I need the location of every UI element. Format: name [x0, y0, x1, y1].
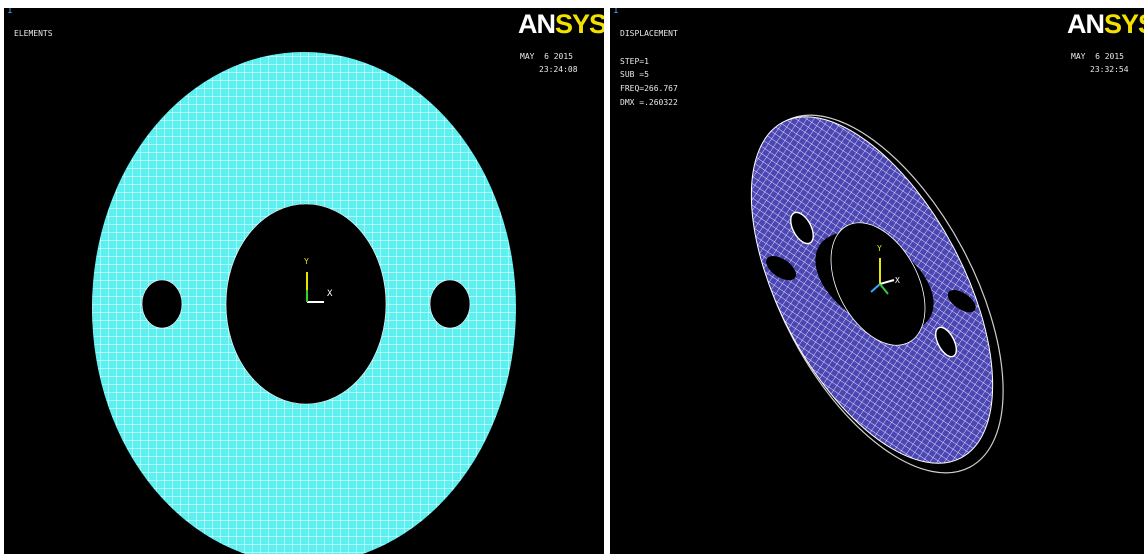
coordinate-triad-icon: [870, 258, 895, 295]
window-number: 1: [7, 8, 13, 16]
left-bolt-hole: [141, 279, 183, 329]
plot-date: MAY 6 2015: [1071, 52, 1124, 61]
plot-label: ELEMENTS: [14, 29, 53, 38]
center-hole: [225, 203, 387, 405]
displacement-mesh-view: [750, 114, 1004, 474]
displacement-plot-window[interactable]: 1 DISPLACEMENT STEP=1 SUB =5 FREQ=266.76…: [610, 8, 1144, 554]
plot-time: 23:24:08: [539, 65, 578, 74]
elements-plot-window[interactable]: 1 ELEMENTS Y X ANSYS MAY 6 2015 23:24:08: [4, 8, 604, 554]
axis-x-label: X: [895, 276, 900, 285]
load-step: STEP=1: [620, 57, 649, 66]
frequency: FREQ=266.767: [620, 84, 678, 93]
left-bolt-hole: [790, 211, 814, 245]
plot-date: MAY 6 2015: [520, 52, 573, 61]
axis-y-label: Y: [304, 257, 309, 266]
plot-label: DISPLACEMENT: [620, 29, 678, 38]
ansys-logo: ANSYS: [518, 9, 604, 39]
ansys-logo: ANSYS: [1067, 9, 1144, 39]
right-bolt-hole: [429, 279, 471, 329]
coordinate-triad-icon: [306, 272, 324, 303]
window-number: 1: [613, 8, 619, 16]
center-hole: [830, 222, 926, 346]
element-mesh-view: [92, 52, 516, 554]
right-bolt-hole: [934, 326, 958, 358]
axis-x-label: X: [327, 289, 333, 299]
substep: SUB =5: [620, 70, 649, 79]
axis-y-label: Y: [877, 244, 882, 253]
max-displacement: DMX =.260322: [620, 98, 678, 107]
plot-time: 23:32:54: [1090, 65, 1129, 74]
